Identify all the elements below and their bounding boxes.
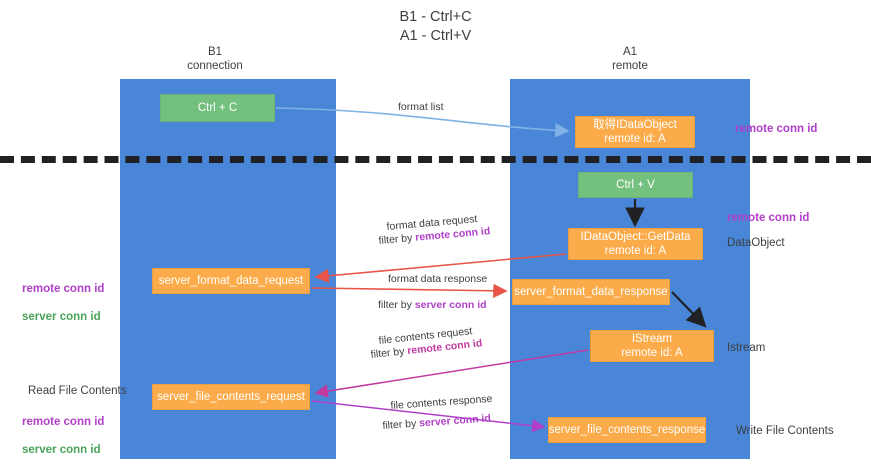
edge-label-format-list: format list (398, 101, 444, 113)
annotation-left-server-conn-id-top: server conn id (22, 311, 101, 323)
edge-label-format-data-response: format data response (388, 273, 488, 285)
arrow-response-to-istream (671, 291, 707, 328)
node-ctrl-c[interactable]: Ctrl + C (160, 94, 275, 122)
node-idataobject[interactable]: 取得IDataObject remote id: A (575, 116, 695, 148)
annotation-read-file-contents: Read File Contents (28, 385, 127, 397)
section-divider (0, 156, 871, 163)
filter-prefix: filter by (370, 345, 408, 361)
node-istream[interactable]: IStream remote id: A (590, 330, 714, 362)
annotation-dataobject: DataObject (727, 237, 785, 249)
node-server-file-contents-response[interactable]: server_file_contents_response (548, 417, 706, 443)
arrow-format-data-request (314, 253, 567, 283)
node-ctrl-v[interactable]: Ctrl + V (578, 172, 693, 198)
annotation-left-remote-conn-id-top: remote conn id (22, 283, 105, 295)
column-header-b1: B1 connection (187, 46, 243, 72)
annotation-remote-conn-id-mid: remote conn id (727, 212, 810, 224)
filter-prefix: filter by (382, 417, 420, 432)
edge-label-format-data-response-filter: filter by server conn id (378, 298, 487, 312)
node-server-format-data-response[interactable]: server_format_data_response (512, 279, 670, 305)
arrow-format-data-response (311, 283, 508, 299)
diagram-title: B1 - Ctrl+C A1 - Ctrl+V (399, 9, 472, 44)
node-server-file-contents-request[interactable]: server_file_contents_request (152, 384, 310, 410)
annotation-left-ids-bottom: remote conn id server conn id (22, 401, 104, 471)
arrow-file-contents-response (311, 400, 546, 433)
filter-prefix: filter by (378, 299, 415, 311)
annotation-remote-conn-id-top: remote conn id (735, 123, 818, 135)
column-header-a1: A1 remote (612, 46, 648, 72)
node-idataobject-getdata[interactable]: IDataObject::GetData remote id: A (568, 228, 703, 260)
annotation-left-remote-conn-id-bottom: remote conn id (22, 416, 105, 428)
annotation-write-file-contents: Write File Contents (736, 425, 834, 437)
node-server-format-data-request[interactable]: server_format_data_request (152, 268, 310, 294)
arrow-file-contents-request (314, 349, 589, 398)
filter-prefix: filter by (378, 231, 416, 247)
filter-key-server-conn-id: server conn id (414, 299, 487, 311)
arrow-format-list (275, 107, 570, 138)
annotation-istream: Istream (727, 342, 766, 354)
annotation-left-ids-top: remote conn id server conn id (22, 268, 104, 338)
annotation-left-server-conn-id-bottom: server conn id (22, 444, 101, 456)
